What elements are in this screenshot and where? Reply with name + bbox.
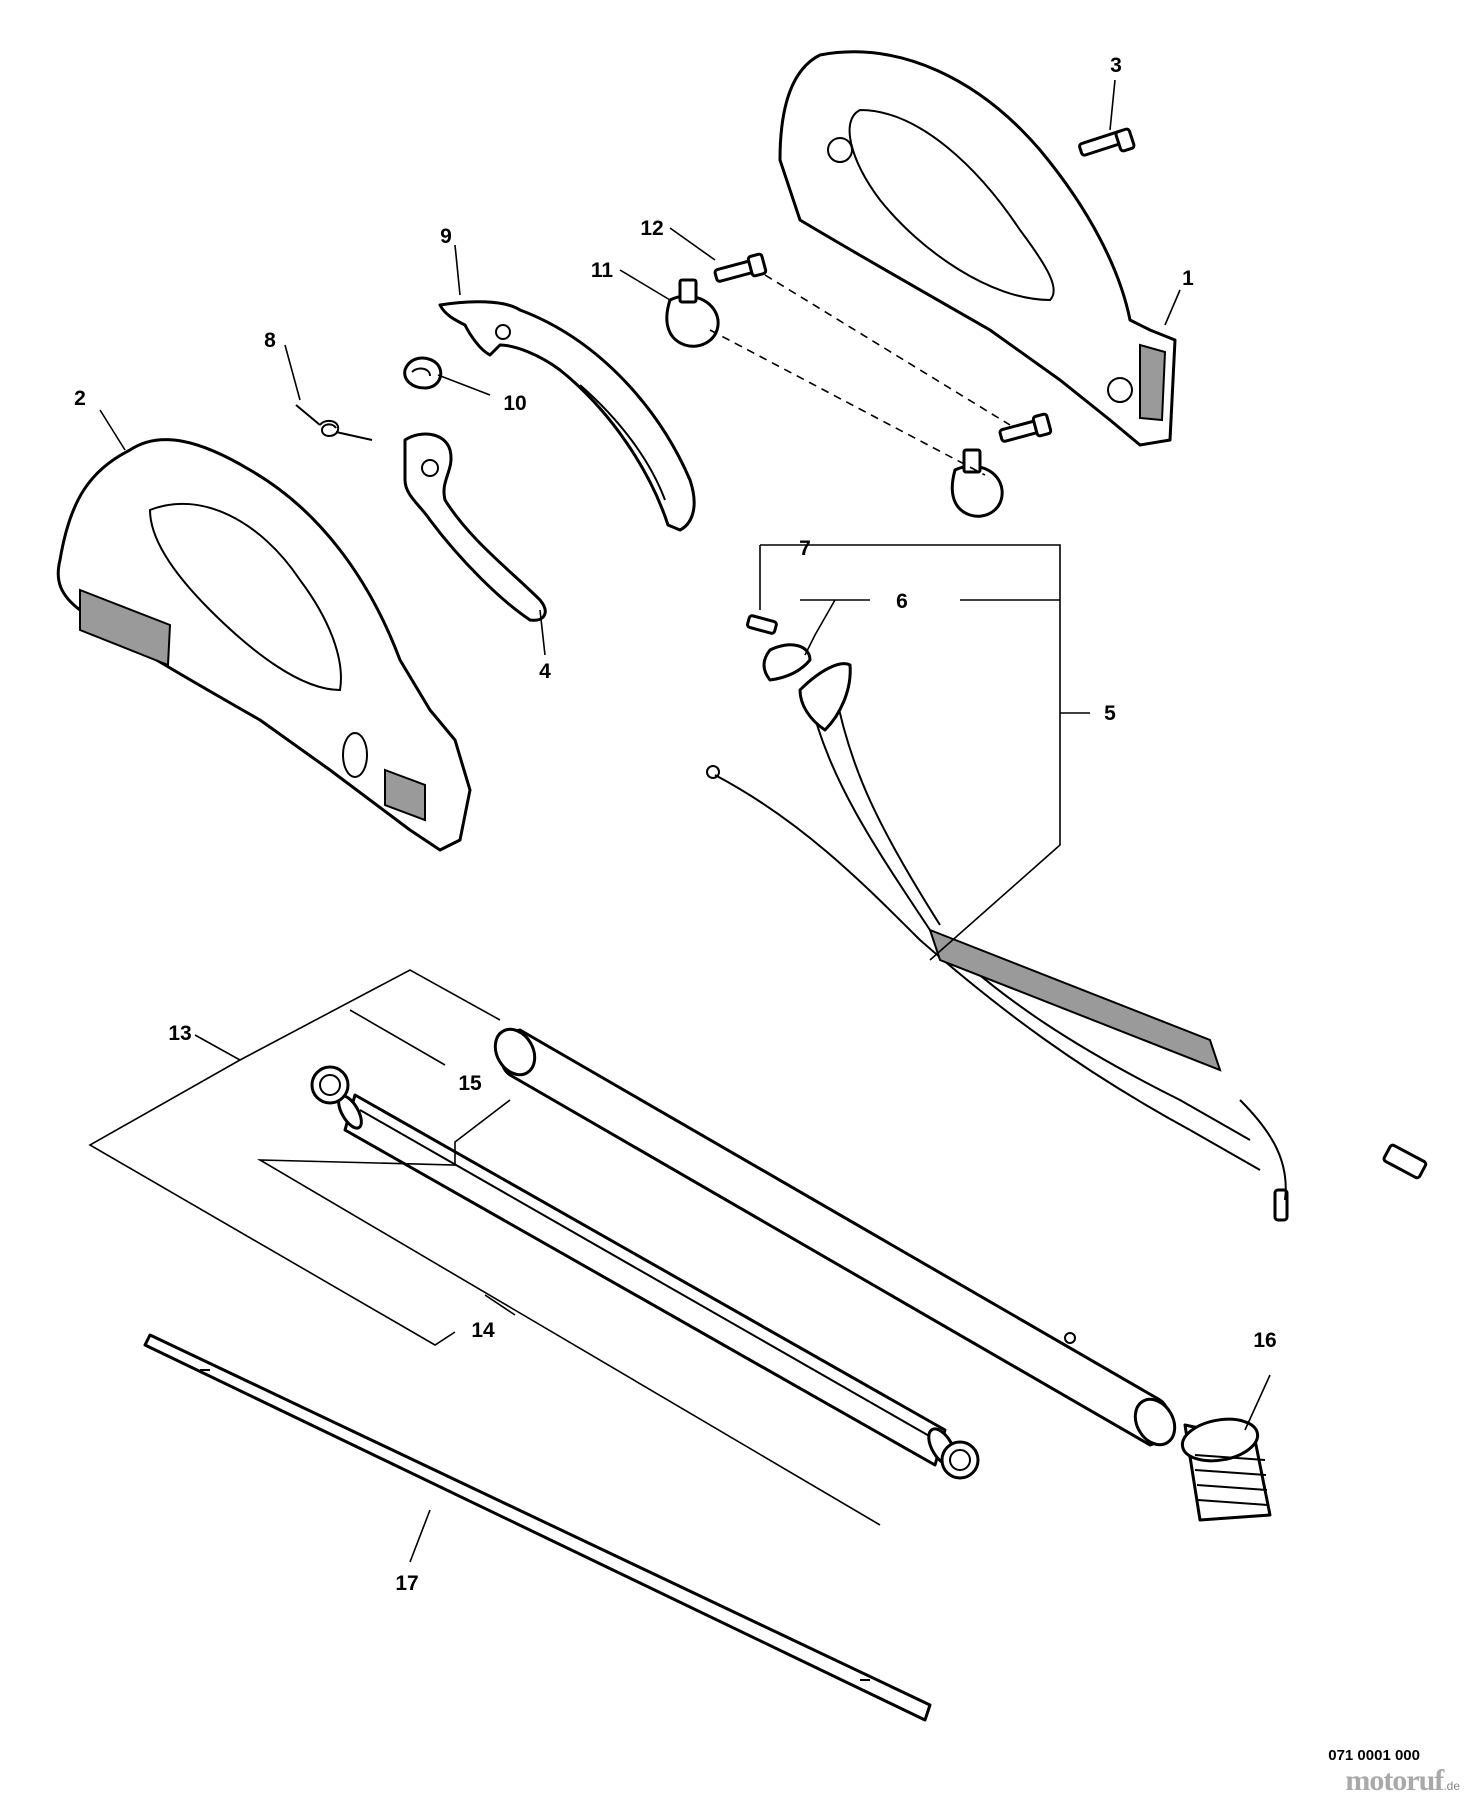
part-6-switch[interactable] [762, 643, 852, 732]
part-15-retaining-ring-bottom[interactable] [940, 1440, 980, 1480]
callout-7: 7 [799, 537, 811, 560]
callout-11: 11 [591, 259, 614, 282]
callout-4: 4 [539, 660, 551, 683]
callout-14: 14 [471, 1319, 495, 1342]
callout-16: 16 [1253, 1329, 1276, 1352]
part-11-clamp-bottom[interactable] [950, 448, 1004, 518]
watermark-logo: motoruf.de [1345, 1764, 1460, 1798]
part-7-screw[interactable] [746, 614, 778, 635]
part-10-spring[interactable] [403, 356, 443, 390]
part-1-handle-half-right[interactable] [778, 50, 1177, 447]
callout-15: 15 [458, 1072, 482, 1095]
assembly-dashed-line-upper [764, 274, 1011, 426]
part-8-torsion-spring[interactable] [295, 404, 373, 441]
callout-10: 10 [503, 392, 526, 415]
callout-12: 12 [640, 217, 663, 240]
callout-13: 13 [168, 1022, 191, 1045]
callout-9: 9 [440, 225, 452, 248]
callout-8: 8 [264, 329, 276, 352]
callout-5: 5 [1104, 702, 1116, 725]
callout-3: 3 [1110, 54, 1122, 77]
assembly-dashed-line-lower [709, 329, 986, 476]
callout-1: 1 [1182, 267, 1194, 290]
part-2-handle-half-left[interactable] [56, 438, 472, 852]
part-16-threaded-coupling[interactable] [1179, 1414, 1272, 1522]
part-4-throttle-trigger[interactable] [403, 432, 547, 622]
callout-2: 2 [74, 387, 86, 410]
part-12-screw-top[interactable] [713, 252, 768, 283]
part-13-outer-tube[interactable] [487, 1022, 1182, 1452]
part-17-drive-shaft[interactable] [143, 1333, 932, 1722]
leader-lines [88, 79, 1271, 1563]
part-5-throttle-cable-assembly[interactable] [706, 689, 1428, 1222]
diagram-code: 071 0001 000 [1328, 1747, 1420, 1764]
part-14-liner[interactable] [334, 1092, 961, 1469]
watermark-tld: .de [1443, 1779, 1460, 1793]
watermark-brand: motoruf [1345, 1764, 1444, 1797]
part-12-screw-bottom[interactable] [998, 412, 1053, 443]
callout-6: 6 [896, 590, 908, 613]
part-3-screw[interactable] [1078, 127, 1136, 157]
callout-17: 17 [395, 1572, 418, 1595]
part-15-retaining-ring-top[interactable] [310, 1065, 350, 1105]
part-11-clamp-top[interactable] [665, 278, 720, 348]
part-9-lockout-lever[interactable] [438, 300, 696, 532]
